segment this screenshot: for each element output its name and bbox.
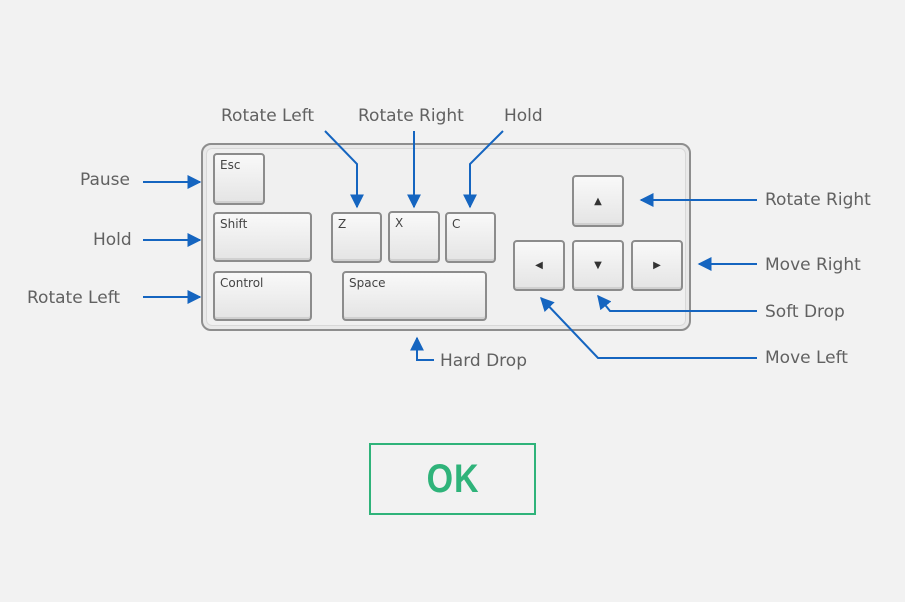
key-z-label: Z (338, 217, 347, 231)
key-arrow-down[interactable]: ▼ (572, 240, 624, 291)
arrow-soft-drop (597, 294, 757, 312)
key-x[interactable]: X (388, 211, 440, 263)
label-soft-drop: Soft Drop (765, 302, 845, 322)
ok-button-label: OK (426, 456, 479, 501)
key-space[interactable]: Space (342, 271, 487, 321)
key-esc[interactable]: Esc (213, 153, 265, 205)
arrow-right-icon: ▶ (653, 260, 661, 271)
label-hold-top: Hold (504, 106, 543, 126)
arrow-hard-drop (410, 336, 434, 361)
label-hold-left: Hold (93, 230, 132, 250)
key-c-label: C (452, 217, 461, 231)
label-move-left: Move Left (765, 348, 848, 368)
key-esc-label: Esc (220, 158, 241, 172)
label-hard-drop: Hard Drop (440, 351, 527, 371)
ok-button[interactable]: OK (369, 443, 536, 515)
key-shift-label: Shift (220, 217, 248, 231)
arrow-left-icon: ◀ (535, 260, 543, 271)
key-x-label: X (395, 216, 404, 230)
key-arrow-up[interactable]: ▲ (572, 175, 624, 227)
label-rotate-right-top: Rotate Right (358, 106, 464, 126)
key-z[interactable]: Z (331, 212, 382, 263)
label-pause: Pause (80, 170, 130, 190)
arrow-up-icon: ▲ (594, 195, 602, 207)
arrow-hold-top (463, 130, 504, 209)
key-shift[interactable]: Shift (213, 212, 312, 262)
arrow-rotate-left-top (324, 130, 364, 209)
arrow-down-icon: ▼ (594, 260, 602, 271)
label-rotate-left-left: Rotate Left (27, 288, 121, 308)
key-c[interactable]: C (445, 212, 496, 263)
label-rotate-right-right: Rotate Right (765, 190, 871, 210)
key-control-label: Control (220, 276, 264, 290)
arrow-move-left (540, 296, 757, 359)
label-rotate-left-top: Rotate Left (221, 106, 315, 126)
key-arrow-right[interactable]: ▶ (631, 240, 683, 291)
key-arrow-left[interactable]: ◀ (513, 240, 565, 291)
key-space-label: Space (349, 276, 386, 290)
label-move-right: Move Right (765, 255, 861, 275)
key-control[interactable]: Control (213, 271, 312, 321)
